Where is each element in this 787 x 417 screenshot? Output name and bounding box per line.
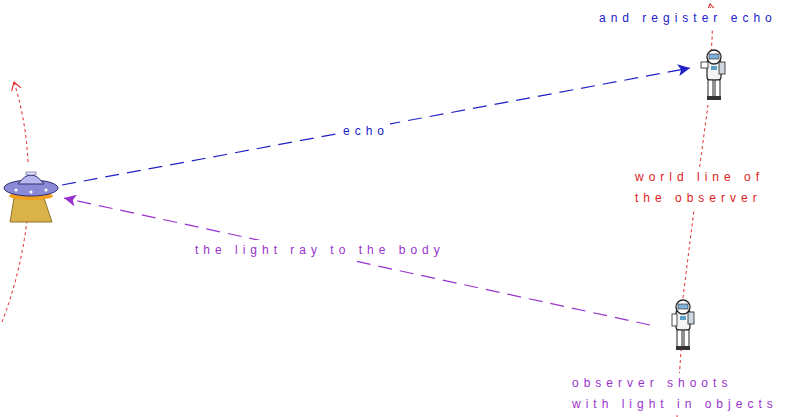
ray-label: echo <box>342 121 390 142</box>
line-label: world line of the observer <box>634 167 778 209</box>
event-label: observer shoots with light in objects <box>571 373 785 415</box>
event-label: and register echo <box>598 8 778 29</box>
ray-label: the light ray to the body <box>194 240 446 261</box>
light-ray <box>64 198 650 325</box>
astronaut-figure <box>672 300 694 350</box>
ufo-world-line <box>2 212 28 322</box>
ufo-world-line <box>14 82 28 162</box>
echo-ray <box>62 68 690 185</box>
astronaut-figure <box>701 50 725 100</box>
ufo-icon <box>4 172 58 222</box>
